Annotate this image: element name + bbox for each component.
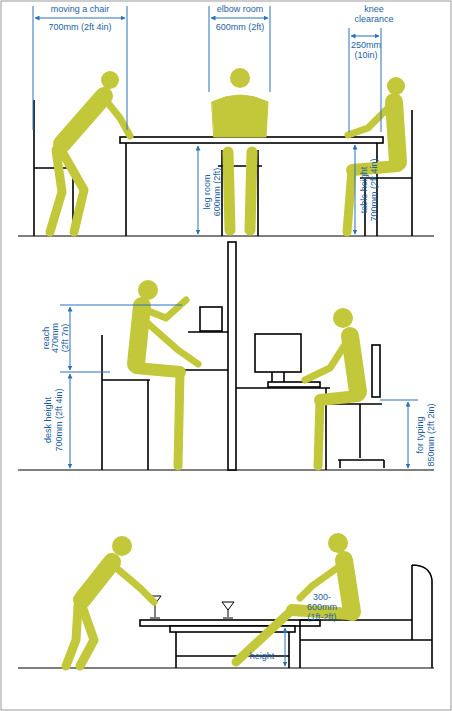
dimension-line [380, 400, 418, 401]
human-figure [320, 396, 358, 400]
dimension-line [60, 305, 182, 372]
floor-line [18, 236, 434, 668]
human-figure [228, 152, 252, 230]
floor-line [18, 235, 434, 236]
human-figure [50, 68, 405, 232]
human-figure [82, 562, 112, 600]
human-figure [62, 96, 104, 144]
human-figure [104, 98, 130, 136]
furniture [102, 242, 384, 470]
human-figure [333, 308, 353, 328]
furniture [236, 388, 330, 470]
furniture [372, 345, 380, 397]
dimension-line [351, 36, 379, 37]
dimension-label: 600mm (2ft) [212, 168, 222, 217]
human-figure [138, 280, 158, 300]
dimension-line [285, 628, 286, 666]
dimension-label: 600mm (2ft) [216, 22, 265, 32]
furniture [268, 382, 320, 387]
dimension-label: 470mm (2ft 7n) [50, 318, 70, 358]
human-figure [136, 306, 142, 364]
human-figure [348, 106, 390, 135]
human-figure [230, 68, 250, 88]
dimension-line [33, 6, 381, 234]
furniture [330, 404, 384, 468]
glass-symbol [149, 596, 234, 618]
furniture [200, 307, 222, 331]
dimension-line [60, 305, 418, 468]
human-figure [112, 536, 132, 556]
human-figure [136, 280, 358, 466]
furniture [255, 334, 301, 372]
human-figure [178, 372, 180, 466]
furniture [218, 150, 262, 236]
dimension-label: 700mm (2ft 4in) [48, 22, 111, 32]
dimension-label: 250mm (10in) [349, 40, 383, 60]
human-figure [144, 320, 198, 364]
dimension-line [408, 402, 409, 468]
human-figure [80, 606, 94, 666]
human-figure [387, 77, 405, 95]
dimension-line [70, 374, 71, 468]
furniture [140, 565, 432, 668]
human-figure [66, 606, 78, 666]
dimension-label: reach [41, 327, 51, 350]
furniture [228, 242, 236, 470]
floor-line [18, 469, 434, 470]
human-figure [66, 533, 352, 666]
human-figure [114, 566, 154, 602]
dimension-label: height [250, 651, 275, 661]
dimension-label: 700mm (2ft 4in) [369, 158, 379, 221]
human-figure [394, 102, 398, 162]
dimension-label: for typing [415, 416, 425, 453]
glass-symbol [222, 602, 234, 618]
dimension-line [35, 18, 125, 19]
dimension-label: leg room [202, 174, 212, 209]
dimension-line [355, 145, 356, 234]
dimension-label: 850mm (2ft 2in) [426, 403, 436, 466]
dimension-label: moving a chair [51, 4, 110, 14]
human-figure [328, 533, 348, 553]
human-figure [350, 336, 358, 392]
dimension-label: desk height [43, 397, 53, 443]
human-figure [318, 400, 320, 466]
dimension-line [33, 6, 127, 130]
human-figure [236, 610, 292, 662]
furniture [300, 565, 432, 668]
human-figure [212, 95, 268, 137]
dimension-label: 700mm (2ft 4in) [54, 388, 64, 451]
furniture [120, 137, 383, 143]
human-figure [136, 368, 180, 372]
dimension-line [209, 6, 270, 92]
dimension-label: 300-600mm (1ft-2ft) [299, 592, 345, 622]
human-figure [305, 340, 348, 380]
human-figure [146, 300, 186, 318]
furniture [140, 620, 320, 626]
dimension-label: knee clearance [352, 4, 396, 24]
furniture [126, 143, 377, 236]
human-figure [347, 170, 352, 232]
human-figure [344, 560, 352, 612]
dimension-line [285, 628, 286, 666]
dimension-line [198, 146, 199, 234]
dimension-label: table height [359, 167, 369, 214]
dimension-label: elbow room [217, 4, 264, 14]
human-figure [101, 71, 119, 89]
human-figure [50, 150, 62, 232]
dimension-line [211, 18, 268, 19]
